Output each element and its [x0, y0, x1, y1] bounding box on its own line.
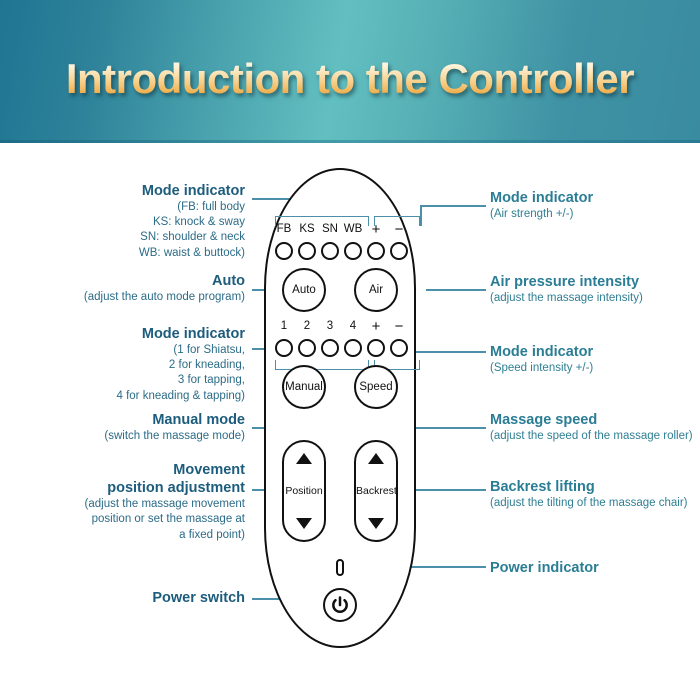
label-line: (adjust the massage intensity) [490, 292, 643, 305]
label-line: WB: waist & buttock) [138, 246, 245, 259]
label-title: Mode indicator [490, 190, 594, 206]
led-mode-4[interactable] [344, 339, 362, 357]
label-title: Mode indicator [490, 344, 594, 360]
label-line: (adjust the speed of the massage roller) [490, 430, 693, 443]
caption-air-minus: − [394, 221, 404, 238]
caption-3: 3 [326, 320, 334, 332]
led-speed-minus[interactable] [390, 339, 408, 357]
label-manual-mode: Manual mode (switch the massage mode) [10, 411, 245, 444]
caption-fb: FB [276, 223, 292, 235]
label-title: Massage speed [490, 412, 598, 428]
air-button-label: Air [368, 284, 384, 296]
label-line: SN: shoulder & neck [140, 231, 245, 244]
label-line: a fixed point) [179, 528, 245, 541]
led-sn[interactable] [321, 242, 339, 260]
led-mode-2[interactable] [298, 339, 316, 357]
leader-line-mode-speed [412, 351, 486, 353]
leader-line-speed [400, 427, 486, 429]
label-auto: Auto (adjust the auto mode program) [10, 272, 245, 305]
label-massage-speed: Massage speed (adjust the speed of the m… [490, 411, 700, 444]
leader-line-backrest [408, 489, 486, 491]
label-line: (Speed intensity +/-) [490, 362, 594, 375]
label-movement-position-adjustment: Movement position adjustment (adjust the… [10, 461, 245, 543]
label-line: (switch the massage mode) [104, 430, 245, 443]
label-title-2: position adjustment [107, 480, 245, 497]
bracket-mode-1234 [275, 360, 369, 370]
caption-2: 2 [303, 320, 311, 332]
backrest-button-label: Backrest [356, 485, 397, 497]
label-line: position or set the massage at [91, 513, 245, 526]
bracket-air-plus-minus [374, 216, 420, 226]
label-mode-indicator-abc: Mode indicator (FB: full body KS: knock … [10, 182, 245, 261]
power-indicator-led [336, 559, 344, 576]
auto-button[interactable]: Auto [282, 268, 326, 312]
caption-ks: KS [299, 223, 315, 235]
label-line: 2 for kneading, [168, 359, 245, 372]
auto-button-label: Auto [292, 284, 316, 296]
label-air-pressure-intensity: Air pressure intensity (adjust the massa… [490, 273, 700, 306]
leader-line-power-indicator [345, 566, 486, 568]
led-mode-3[interactable] [321, 339, 339, 357]
label-title: Power switch [152, 590, 245, 606]
led-fb[interactable] [275, 242, 293, 260]
bracket-mode-abc [275, 216, 369, 226]
position-button[interactable]: Position [282, 440, 326, 542]
caption-sn: SN [322, 223, 338, 235]
label-line: (adjust the auto mode program) [83, 291, 245, 304]
label-mode-indicator-speed: Mode indicator (Speed intensity +/-) [490, 343, 695, 376]
label-title: Mode indicator [141, 326, 245, 342]
caption-speed-plus: + [371, 318, 381, 335]
label-line: (1 for Shiatsu, [173, 344, 245, 357]
led-speed-plus[interactable] [367, 339, 385, 357]
label-title: Mode indicator [141, 183, 245, 199]
label-line: 4 for kneading & tapping) [116, 389, 245, 402]
label-backrest-lifting: Backrest lifting (adjust the tilting of … [490, 478, 700, 511]
label-title: Manual mode [152, 412, 245, 428]
caption-wb: WB [343, 223, 363, 235]
remote-control-body: FB KS SN WB + − Auto Air 1 2 3 4 + − [264, 168, 420, 648]
manual-button[interactable]: Manual [282, 365, 326, 409]
label-power-indicator: Power indicator [490, 559, 695, 577]
caption-4: 4 [349, 320, 357, 332]
caption-speed-minus: − [394, 318, 404, 335]
led-ks[interactable] [298, 242, 316, 260]
leader-line-air [426, 289, 486, 291]
air-button[interactable]: Air [354, 268, 398, 312]
position-up-arrow-icon[interactable] [296, 453, 312, 464]
manual-button-label: Manual [285, 381, 323, 393]
label-title: Auto [211, 273, 245, 289]
label-line: 3 for tapping, [177, 374, 245, 387]
page-title: Introduction to the Controller [0, 55, 700, 103]
leader-line-mode-air-v [420, 205, 422, 226]
label-mode-indicator-air: Mode indicator (Air strength +/-) [490, 189, 695, 222]
label-line: KS: knock & sway [152, 216, 245, 229]
led-wb[interactable] [344, 242, 362, 260]
label-power-switch: Power switch [10, 589, 245, 607]
led-air-plus[interactable] [367, 242, 385, 260]
speed-button[interactable]: Speed [354, 365, 398, 409]
label-mode-indicator-1234: Mode indicator (1 for Shiatsu, 2 for kne… [10, 325, 245, 404]
caption-air-plus: + [371, 221, 381, 238]
caption-1: 1 [280, 320, 288, 332]
label-line: (FB: full body [177, 201, 245, 214]
led-mode-1[interactable] [275, 339, 293, 357]
label-title: Backrest lifting [490, 479, 595, 495]
power-button[interactable] [323, 588, 357, 622]
label-title: Power indicator [490, 560, 599, 576]
led-air-minus[interactable] [390, 242, 408, 260]
position-button-label: Position [285, 485, 323, 497]
label-line: (adjust the tilting of the massage chair… [490, 497, 688, 510]
backrest-button[interactable]: Backrest [354, 440, 398, 542]
label-line: (adjust the massage movement [84, 498, 245, 511]
label-line: (Air strength +/-) [490, 208, 574, 221]
power-icon [332, 596, 348, 613]
label-title: Air pressure intensity [490, 274, 640, 290]
label-title: Movement [173, 462, 245, 478]
position-down-arrow-icon[interactable] [296, 518, 312, 529]
slide-header-banner: Introduction to the Controller [0, 0, 700, 143]
backrest-down-arrow-icon[interactable] [368, 518, 384, 529]
speed-button-label: Speed [359, 381, 393, 393]
leader-line-mode-air [420, 205, 486, 207]
backrest-up-arrow-icon[interactable] [368, 453, 384, 464]
